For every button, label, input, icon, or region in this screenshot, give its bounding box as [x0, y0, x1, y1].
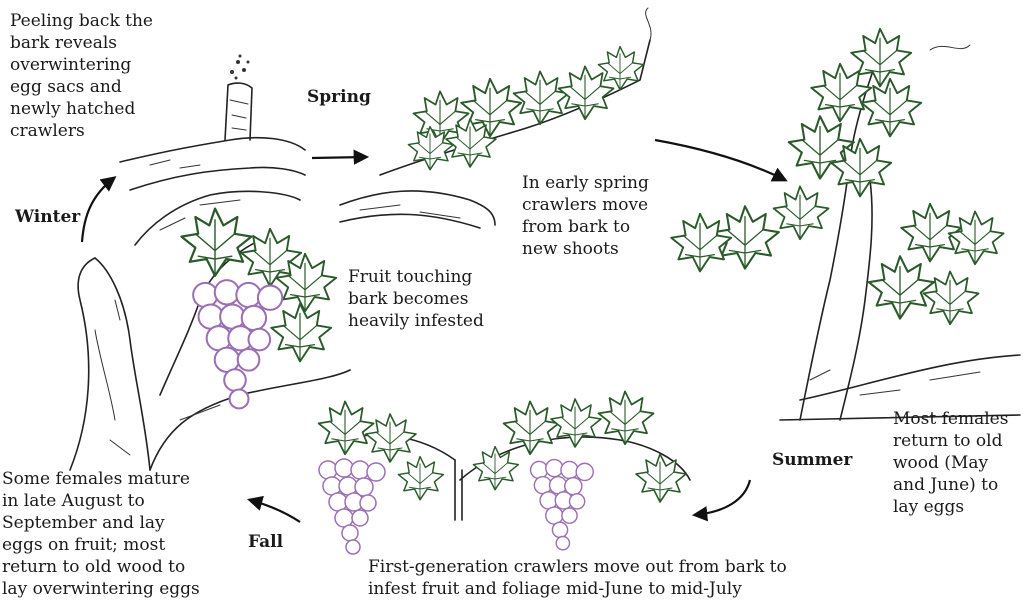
winter-upward-arrow [80, 176, 117, 243]
spring-to-summer-arrow [654, 138, 788, 182]
season-label-spring: Spring [307, 87, 371, 107]
season-label-fall: Fall [248, 532, 284, 552]
winter-trunk [69, 207, 351, 471]
fruit-vines [317, 390, 691, 555]
fruit-bark-caption: Fruit touching bark becomes heavily infe… [348, 267, 484, 331]
winter-bark-caption: Peeling back the bark reveals overwinter… [10, 11, 153, 141]
fall-females-caption: Some females mature in late August to Se… [2, 469, 200, 599]
first-generation-caption: First-generation crawlers move out from … [368, 557, 787, 599]
spring-crawlers-caption: In early spring crawlers move from bark … [522, 173, 649, 259]
cycle-arrows [80, 138, 788, 523]
spring-shoot [339, 7, 652, 229]
summer-to-fall-arrow [691, 479, 752, 522]
winter-bark-branch [119, 54, 306, 246]
winter-to-spring-arrow [311, 149, 370, 165]
season-label-winter: Winter [15, 207, 81, 227]
season-label-summer: Summer [772, 450, 853, 470]
summer-females-caption: Most females return to old wood (May and… [893, 409, 1009, 517]
fall-to-winter-arrow [247, 495, 301, 523]
summer-vine [670, 27, 1021, 421]
